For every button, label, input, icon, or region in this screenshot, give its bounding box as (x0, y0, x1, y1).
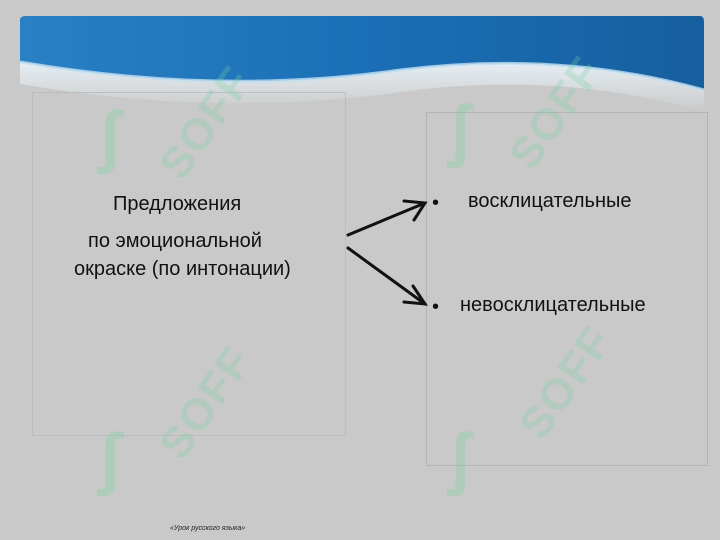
watermark-logo-icon: ʃ (448, 91, 472, 169)
footer-note: «Урок русского языка» (170, 525, 246, 532)
right-panel (426, 112, 708, 466)
heading-emotional: по эмоциональной (88, 230, 262, 252)
watermark-logo-icon: ʃ (448, 419, 472, 497)
left-panel (32, 92, 346, 436)
bullet-non-exclamatory: невосклицательные (460, 294, 646, 316)
heading-sentences: Предложения (113, 193, 242, 215)
watermark-logo-icon: ʃ (98, 97, 122, 175)
header-wave-banner (0, 0, 720, 140)
arrow-right-icon (346, 246, 428, 306)
bullet-marker: • (432, 296, 440, 318)
bullet-exclamatory: восклицательные (468, 190, 632, 212)
watermark-logo-icon: ʃ (98, 419, 122, 497)
bullet-marker: • (432, 192, 440, 214)
arrow-right-icon (346, 199, 428, 237)
heading-intonation: окраске (по интонации) (74, 258, 291, 280)
